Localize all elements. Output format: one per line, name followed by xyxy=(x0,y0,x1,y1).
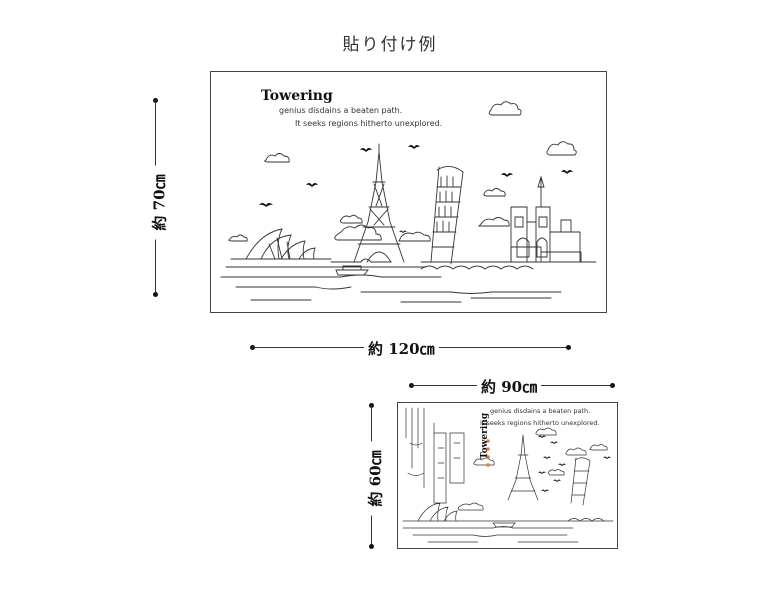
dimension-endpoint xyxy=(153,292,158,297)
bird-icon xyxy=(550,441,558,444)
bird-icon xyxy=(501,173,513,177)
large-example-frame: Towering genius disdains a beaten path. … xyxy=(210,71,607,313)
dimension-endpoint xyxy=(566,345,571,350)
bird-icon xyxy=(553,479,561,482)
opera-house-illustration xyxy=(230,228,332,260)
small-width-label: 約 90㎝ xyxy=(477,376,542,397)
bird-icon xyxy=(408,145,420,149)
large-height-label: 約 70㎝ xyxy=(148,165,170,240)
page-title: 貼り付け例 xyxy=(342,35,438,55)
cloud-icon xyxy=(535,427,557,436)
bird-icon xyxy=(538,435,546,438)
cloud-icon xyxy=(547,469,565,476)
bird-icon xyxy=(543,456,551,459)
leaning-tower-illustration xyxy=(430,166,464,265)
cloud-icon xyxy=(483,188,506,197)
dimension-endpoint xyxy=(610,383,615,388)
bird-icon xyxy=(561,170,573,174)
dimension-endpoint xyxy=(369,544,374,549)
large-headline: Towering xyxy=(261,88,333,104)
small-example-frame: genius disdains a beaten path. It seeks … xyxy=(397,402,618,549)
bird-icon xyxy=(603,456,611,459)
cloud-icon xyxy=(589,444,608,451)
notre-dame-illustration xyxy=(510,175,581,263)
cloud-icon xyxy=(473,457,495,466)
large-tagline-2: It seeks regions hitherto unexplored. xyxy=(295,119,443,128)
cloud-icon xyxy=(565,447,587,456)
large-tagline-1: genius disdains a beaten path. xyxy=(279,106,403,115)
large-skyline-illustration xyxy=(220,101,597,303)
small-headline: Towering xyxy=(480,412,490,459)
bird-icon xyxy=(259,203,273,207)
accent-dots xyxy=(486,439,490,467)
cloud-icon xyxy=(488,101,522,116)
small-tagline-1: genius disdains a beaten path. xyxy=(490,407,591,415)
large-width-label: 約 120㎝ xyxy=(364,338,439,359)
cloud-icon xyxy=(228,234,248,242)
bird-icon xyxy=(306,183,318,187)
small-tagline-2: It seeks regions hitherto unexplored. xyxy=(480,419,600,427)
bird-icon xyxy=(360,148,372,152)
cloud-icon xyxy=(339,214,363,224)
cloud-icon xyxy=(546,141,577,156)
bird-icon xyxy=(558,463,566,466)
cloud-icon xyxy=(264,153,290,163)
small-height-label: 約 60㎝ xyxy=(364,441,386,516)
bird-icon xyxy=(399,230,407,233)
bird-icon xyxy=(538,471,546,474)
bird-icon xyxy=(541,489,549,492)
small-skyline-illustration xyxy=(402,407,614,543)
eiffel-tower-illustration xyxy=(353,143,405,263)
